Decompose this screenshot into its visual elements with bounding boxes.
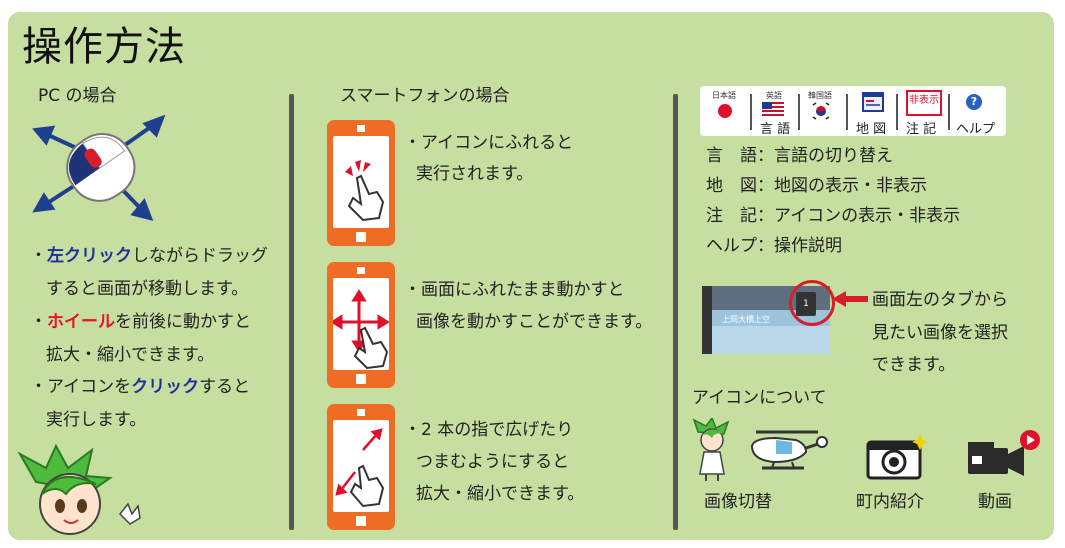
pinch-hand-icon (335, 428, 385, 508)
korea-flag-icon[interactable] (812, 102, 830, 120)
image-switch-icon (692, 418, 828, 481)
phone-drag-illustration (327, 262, 395, 388)
drag-hand-icon (330, 289, 390, 370)
divider-left (289, 94, 294, 530)
phone-pinch-illustration (327, 404, 395, 530)
video-camera-icon (968, 430, 1040, 476)
language-label: 言 語 (760, 122, 791, 137)
pc-heading: PC の場合 (38, 86, 117, 106)
icons-about-heading: アイコンについて (692, 388, 827, 408)
legend-map: 地 図：地図の表示・非表示 (706, 176, 927, 196)
pc-instruction-3-cont: 実行します。 (46, 410, 147, 430)
pc-instruction-1: ・左クリックしながらドラッグ (30, 246, 268, 266)
town-intro-label: 町内紹介 (856, 492, 924, 512)
mouse-drag-icon (32, 114, 166, 221)
legend-annotation: 注 記：アイコンの表示・非表示 (706, 206, 961, 226)
lang-en-label: 英語 (766, 91, 782, 100)
annotation-label: 注 記 (906, 122, 937, 137)
pinch-instruction: ・2 本の指で広げたり (404, 420, 574, 440)
phone-tap-illustration (327, 120, 395, 246)
click-term: クリック (131, 377, 200, 397)
annotation-toggle-button[interactable]: 非表示 (906, 90, 942, 116)
pc-instruction-2-cont: 拡大・縮小できます。 (46, 345, 215, 365)
wheel-term: ホイール (47, 312, 115, 332)
tab-highlight-circle (789, 280, 835, 326)
tab-instruction-cont-2: できます。 (872, 355, 956, 375)
lang-ko-label: 韓国語 (808, 91, 832, 100)
legend-help: ヘルプ：操作説明 (706, 236, 842, 256)
drag-instruction-cont: 画像を動かすことができます。 (416, 312, 653, 332)
help-icon[interactable]: ? (966, 94, 982, 110)
image-switch-label: 画像切替 (704, 492, 772, 512)
pointer-arrow-icon (832, 291, 868, 307)
pc-instruction-1-cont: すると画面が移動します。 (46, 279, 249, 299)
tab-instruction-cont-1: 見たい画像を選択 (872, 323, 1008, 343)
lang-ja-label: 日本語 (712, 91, 736, 100)
map-icon[interactable] (862, 92, 884, 112)
legend-language: 言 語：言語の切り替え (706, 146, 893, 166)
pinch-instruction-cont-1: つまむようにすると (416, 452, 570, 472)
toolbar-illustration: 日本語 英語 言 語 韓国語 地 図 非表示 注 記 ? ヘルプ (700, 86, 1006, 137)
camera-icon (866, 434, 928, 480)
drag-instruction: ・画面にふれたまま動かすと (404, 280, 625, 300)
smartphone-heading: スマートフォンの場合 (340, 86, 510, 106)
tab-instruction: 画面左のタブから (872, 290, 1008, 310)
tap-instruction: ・アイコンにふれると (404, 133, 574, 153)
video-label: 動画 (978, 492, 1012, 512)
us-flag-icon[interactable] (762, 102, 784, 116)
map-label: 地 図 (856, 122, 887, 137)
japan-flag-icon[interactable] (718, 104, 732, 118)
mascot-character-icon (17, 444, 141, 535)
divider-right (673, 94, 678, 530)
help-label: ヘルプ (956, 122, 996, 137)
left-click-term: 左クリック (47, 246, 132, 266)
tap-hand-icon (345, 160, 385, 222)
page-title: 操作方法 (22, 24, 186, 70)
pinch-instruction-cont-2: 拡大・縮小できます。 (416, 484, 585, 504)
photo-caption: 上岡大橋上空 (722, 315, 770, 324)
tap-instruction-cont: 実行されます。 (416, 164, 534, 184)
pc-instruction-3: ・アイコンをクリックすると (30, 377, 251, 397)
pc-instruction-2: ・ホイールを前後に動かすと (30, 312, 251, 332)
